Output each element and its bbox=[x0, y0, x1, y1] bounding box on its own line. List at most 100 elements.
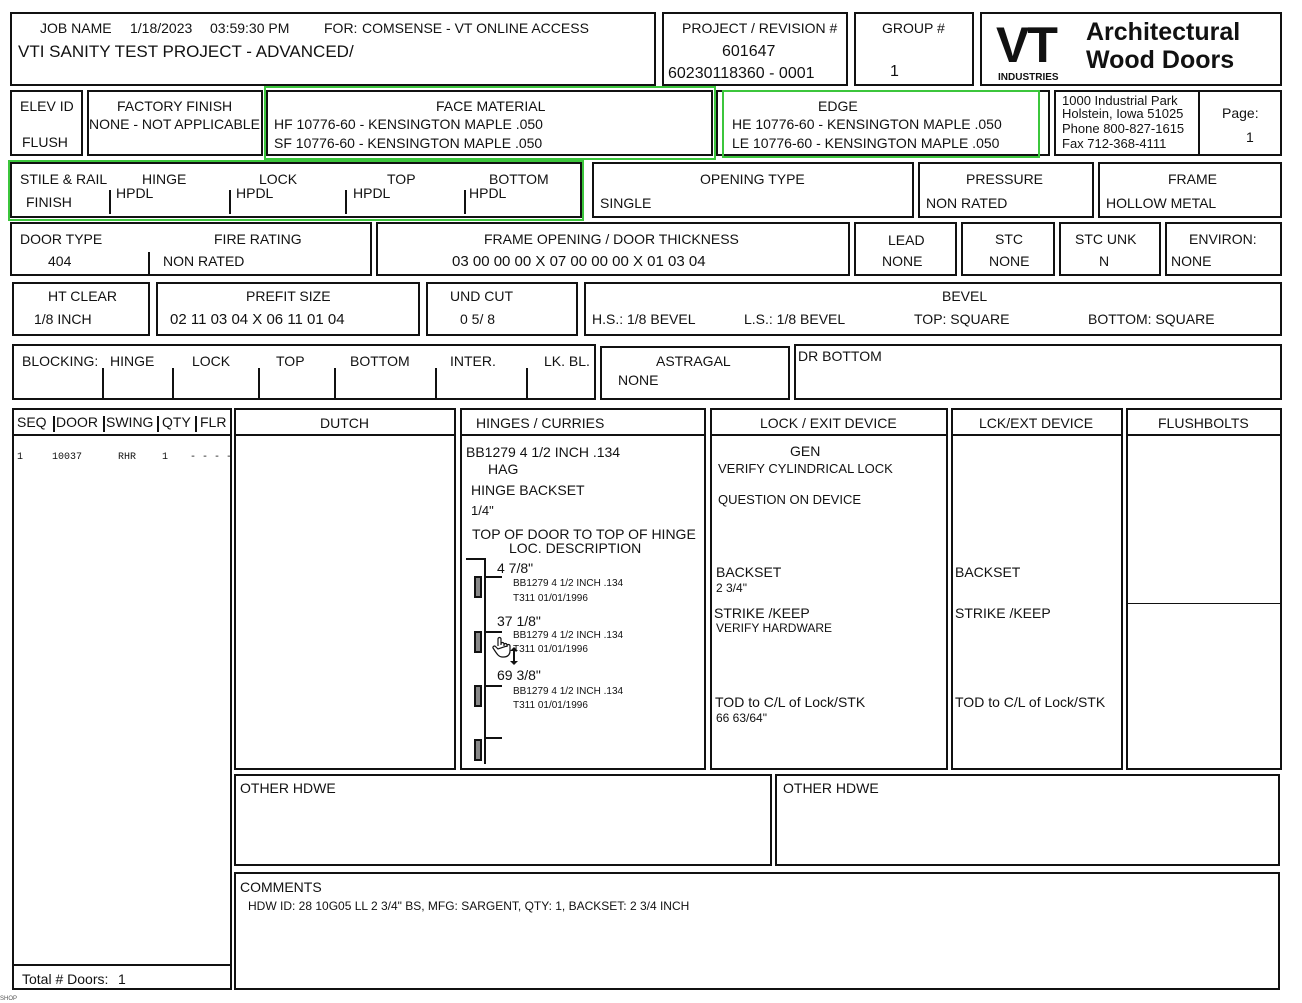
environ-box: ENVIRON: NONE bbox=[1165, 222, 1282, 276]
und-cut-box: UND CUT 0 5/ 8 bbox=[426, 282, 578, 336]
factory-finish-value: NONE - NOT APPLICABLE bbox=[89, 116, 260, 132]
divider bbox=[526, 368, 528, 398]
hinge-marker bbox=[474, 631, 482, 653]
bevel-bottom: BOTTOM: SQUARE bbox=[1088, 311, 1215, 327]
blocking-box: BLOCKING: HINGE LOCK TOP BOTTOM INTER. L… bbox=[12, 344, 596, 400]
blocking-inter-label: INTER. bbox=[450, 353, 496, 369]
und-cut-label: UND CUT bbox=[450, 288, 513, 304]
dr-bottom-label: DR BOTTOM bbox=[798, 348, 882, 364]
hinge-spec-line1: BB1279 4 1/2 INCH .134 bbox=[466, 444, 621, 460]
group-label: GROUP # bbox=[882, 20, 945, 36]
environ-value: NONE bbox=[1171, 253, 1212, 269]
door-type-box: DOOR TYPE 404 FIRE RATING NON RATED bbox=[10, 222, 372, 276]
pressure-label: PRESSURE bbox=[966, 171, 1044, 187]
frame-label: FRAME bbox=[1168, 171, 1217, 187]
edge-he: HE 10776-60 - KENSINGTON MAPLE .050 bbox=[732, 116, 1002, 132]
row-swing: RHR bbox=[118, 452, 137, 463]
frame-opening-value: 03 00 00 00 X 07 00 00 00 X 01 03 04 bbox=[452, 253, 706, 270]
hinge-loc-1: 4 7/8" bbox=[497, 560, 534, 576]
comments-text: HDW ID: 28 10G05 LL 2 3/4" BS, MFG: SARG… bbox=[248, 899, 690, 913]
factory-finish-box: FACTORY FINISH NONE - NOT APPLICABLE bbox=[87, 90, 263, 156]
hinge-leader bbox=[484, 576, 502, 578]
und-cut-value: 0 5/ 8 bbox=[460, 311, 496, 327]
address-line-1: 1000 Industrial Park bbox=[1062, 93, 1178, 108]
lead-value: NONE bbox=[882, 253, 923, 269]
environ-label: ENVIRON: bbox=[1189, 231, 1257, 247]
table-row[interactable]: 1 10037 RHR 1 - - - - - bbox=[14, 450, 244, 466]
bevel-top: TOP: SQUARE bbox=[914, 311, 1010, 327]
hinge-marker bbox=[474, 685, 482, 707]
lock-backset-value: 2 3/4" bbox=[716, 581, 747, 595]
top-prep-label: TOP bbox=[387, 171, 416, 187]
page-label: Page: bbox=[1222, 105, 1259, 121]
other-hdwe-panel-1: OTHER HDWE bbox=[234, 774, 772, 866]
pressure-value: NON RATED bbox=[926, 195, 1008, 211]
stile-rail-box: STILE & RAIL FINISH HINGE HPDL LOCK HPDL… bbox=[10, 162, 582, 218]
lock-verify: VERIFY CYLINDRICAL LOCK bbox=[718, 461, 893, 476]
divider bbox=[148, 252, 150, 274]
divider bbox=[14, 964, 230, 966]
hinge-marker bbox=[474, 739, 482, 761]
dr-bottom-box: DR BOTTOM bbox=[794, 344, 1282, 400]
logo-industries: INDUSTRIES bbox=[998, 72, 1059, 83]
group-box: GROUP # 1 bbox=[854, 12, 974, 86]
dutch-label: DUTCH bbox=[320, 415, 369, 431]
opening-type-label: OPENING TYPE bbox=[700, 171, 805, 187]
ht-clear-label: HT CLEAR bbox=[48, 288, 117, 304]
stc-unk-box: STC UNK N bbox=[1059, 222, 1161, 276]
job-name-label: JOB NAME bbox=[40, 20, 112, 36]
stc-label: STC bbox=[995, 231, 1023, 247]
project-revision-label: PROJECT / REVISION # bbox=[682, 20, 838, 36]
divider bbox=[103, 416, 105, 432]
logo-line1: Architectural bbox=[1086, 18, 1241, 46]
address-box: 1000 Industrial Park Holstein, Iowa 5102… bbox=[1054, 90, 1200, 156]
lock-gen: GEN bbox=[790, 443, 821, 459]
loc-desc-label: LOC. DESCRIPTION bbox=[509, 540, 642, 556]
divider bbox=[464, 190, 466, 214]
top-prep-value: HPDL bbox=[353, 185, 391, 201]
door-list-panel: SEQ DOOR SWING QTY FLR 1 10037 RHR 1 - -… bbox=[12, 408, 244, 990]
for-label: FOR: bbox=[324, 20, 358, 36]
divider bbox=[258, 368, 260, 398]
face-material-sf: SF 10776-60 - KENSINGTON MAPLE .050 bbox=[274, 135, 543, 151]
hinge-desc-3b: T311 01/01/1996 bbox=[513, 700, 588, 711]
elev-id-box: ELEV ID FLUSH bbox=[10, 90, 83, 156]
lock-exit-label: LOCK / EXIT DEVICE bbox=[760, 415, 897, 431]
other-hdwe-label-2: OTHER HDWE bbox=[783, 780, 879, 796]
blocking-top-label: TOP bbox=[276, 353, 305, 369]
ht-clear-box: HT CLEAR 1/8 INCH bbox=[12, 282, 150, 336]
blocking-lk-bl-label: LK. BL. bbox=[544, 353, 590, 369]
footer-code: SHOP bbox=[0, 996, 18, 1002]
frame-box: FRAME HOLLOW METAL bbox=[1098, 162, 1282, 218]
other-hdwe-label-1: OTHER HDWE bbox=[240, 780, 336, 796]
blocking-hinge-label: HINGE bbox=[110, 353, 155, 369]
face-material-label: FACE MATERIAL bbox=[436, 98, 546, 114]
divider bbox=[157, 416, 159, 432]
lck-ext-label: LCK/EXT DEVICE bbox=[979, 415, 1094, 431]
fire-rating-label: FIRE RATING bbox=[214, 231, 302, 247]
lock-prep-value: HPDL bbox=[236, 185, 274, 201]
hinges-panel: HINGES / CURRIES BB1279 4 1/2 INCH .134 … bbox=[460, 408, 706, 770]
top-to-top-label: TOP OF DOOR TO TOP OF HINGE bbox=[472, 526, 696, 542]
lead-label: LEAD bbox=[888, 232, 925, 248]
row-qty: 1 bbox=[162, 452, 169, 463]
hinge-desc-1b: T311 01/01/1996 bbox=[513, 593, 588, 604]
prefit-size-box: PREFIT SIZE 02 11 03 04 X 06 11 01 04 bbox=[156, 282, 420, 336]
logo-box: VT INDUSTRIES Architectural Wood Doors bbox=[980, 12, 1282, 86]
hinge-desc-2a: BB1279 4 1/2 INCH .134 bbox=[513, 630, 624, 641]
address-fax: Fax 712-368-4111 bbox=[1062, 136, 1167, 151]
lock-question: QUESTION ON DEVICE bbox=[718, 492, 862, 507]
divider bbox=[334, 368, 336, 398]
edge-label: EDGE bbox=[818, 98, 858, 114]
lock-prep-label: LOCK bbox=[259, 171, 298, 187]
flushbolts-label: FLUSHBOLTS bbox=[1158, 415, 1249, 431]
divider bbox=[1128, 603, 1280, 604]
door-type-label: DOOR TYPE bbox=[20, 231, 103, 247]
divider bbox=[1128, 434, 1280, 436]
job-name-box: JOB NAME 1/18/2023 03:59:30 PM FOR: COMS… bbox=[10, 12, 656, 86]
elev-id-label: ELEV ID bbox=[20, 98, 74, 114]
lock-tod-value: 66 63/64" bbox=[716, 711, 767, 725]
logo-line2: Wood Doors bbox=[1086, 46, 1235, 74]
divider bbox=[102, 368, 104, 398]
total-doors-label: Total # Doors: bbox=[22, 971, 109, 987]
